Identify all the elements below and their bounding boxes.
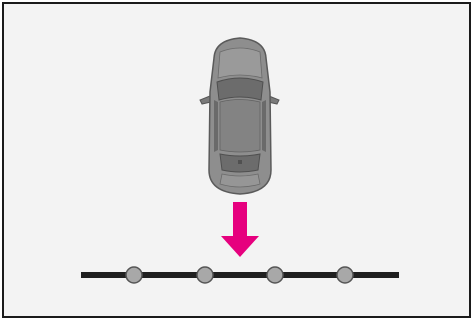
marker-dot-4: [337, 267, 353, 283]
car-top-view-icon: [200, 38, 279, 194]
marker-dot-3: [267, 267, 283, 283]
arrow-down-icon: [221, 202, 259, 257]
marker-dot-2: [197, 267, 213, 283]
marker-dot-1: [126, 267, 142, 283]
